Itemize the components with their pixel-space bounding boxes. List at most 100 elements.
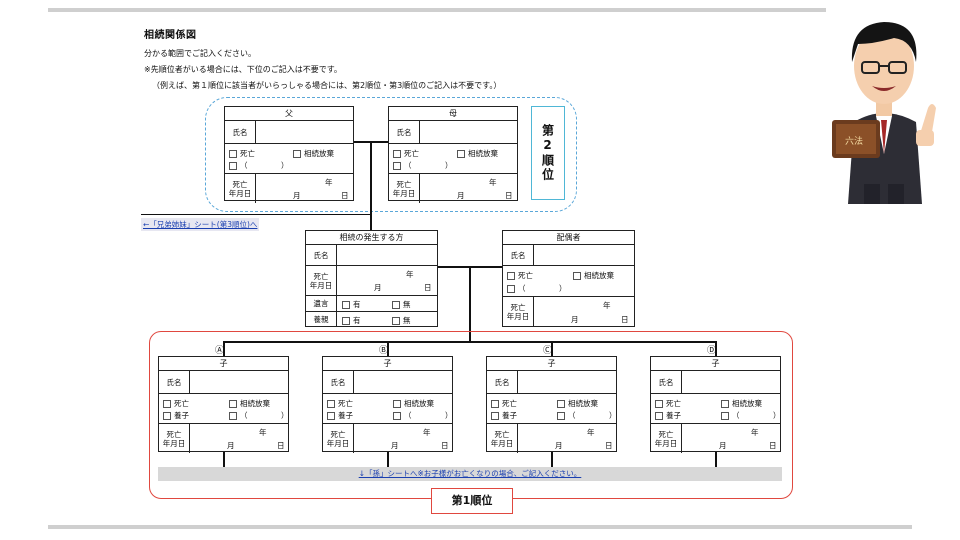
spouse-renounce-checkbox[interactable]: 相続放棄 <box>573 270 614 281</box>
child-b-name-input[interactable] <box>355 374 449 389</box>
child-a-died-checkbox[interactable]: 死亡 <box>163 398 189 409</box>
day-label: 日 <box>505 191 513 200</box>
paren-close: ） <box>559 284 567 293</box>
day-label: 日 <box>424 283 432 292</box>
child-b-other-checkbox[interactable]: （ <box>393 410 412 421</box>
child-b-renounce-checkbox[interactable]: 相続放棄 <box>393 398 434 409</box>
name-label: 氏名 <box>389 121 420 143</box>
paren-close: ） <box>609 411 617 420</box>
year-label: 年 <box>751 428 759 437</box>
paren-close: ） <box>281 161 289 170</box>
mother-died-checkbox[interactable]: 死亡 <box>393 148 419 159</box>
spouse-died-checkbox[interactable]: 死亡 <box>507 270 533 281</box>
name-label: 氏名 <box>503 245 534 265</box>
top-divider <box>48 8 826 12</box>
paren-close: ） <box>445 411 453 420</box>
will-label: 遺言 <box>306 296 337 311</box>
child-b-adopted-checkbox[interactable]: 養子 <box>327 410 353 421</box>
child-b-died-checkbox[interactable]: 死亡 <box>327 398 353 409</box>
month-label: 月 <box>555 441 563 450</box>
lawyer-avatar-illustration: 六法 <box>832 22 936 204</box>
child-a-other-checkbox[interactable]: （ <box>229 410 248 421</box>
spouse-name-input[interactable] <box>535 248 631 262</box>
child-d-renounce-checkbox[interactable]: 相続放棄 <box>721 398 762 409</box>
child-a-renounce-checkbox[interactable]: 相続放棄 <box>229 398 270 409</box>
child-c-marker: Ⓒ <box>543 346 553 356</box>
child-a-marker: Ⓐ <box>215 346 225 356</box>
month-label: 月 <box>457 191 465 200</box>
child-c-renounce-checkbox[interactable]: 相続放棄 <box>557 398 598 409</box>
mother-other-checkbox[interactable]: （ <box>393 160 412 171</box>
will-yes-checkbox[interactable]: 有 <box>342 299 361 310</box>
death-date-label: 死亡年月日 <box>487 424 518 453</box>
name-label: 氏名 <box>487 371 518 393</box>
month-label: 月 <box>719 441 727 450</box>
sibling-sheet-link[interactable]: ←「兄弟姉妹」シート(第3順位)へ <box>141 218 260 231</box>
death-date-label: 死亡年月日 <box>225 174 256 203</box>
mother-name-input[interactable] <box>421 124 513 139</box>
name-label: 氏名 <box>651 371 682 393</box>
name-label: 氏名 <box>323 371 354 393</box>
child-title: 子 <box>651 357 780 371</box>
adoption-parent-label: 養親 <box>306 312 337 327</box>
child-d-box: 子 氏名 死亡 相続放棄 養子 （ ） 死亡年月日 年 月 日 <box>650 356 781 453</box>
spouse-other-checkbox[interactable]: （ <box>507 283 526 294</box>
child-d-name-input[interactable] <box>683 374 777 389</box>
adoption-no-checkbox[interactable]: 無 <box>392 315 411 326</box>
decedent-name-input[interactable] <box>338 248 434 262</box>
father-box: 父 氏名 死亡 相続放棄 （ ） 死亡年月日 年 月 日 <box>224 106 354 203</box>
month-label: 月 <box>391 441 399 450</box>
mother-renounce-checkbox[interactable]: 相続放棄 <box>457 148 498 159</box>
child-a-box: 子 氏名 死亡 相続放棄 養子 （ ） 死亡年月日 年 月 日 <box>158 356 289 453</box>
child-c-name-input[interactable] <box>519 374 613 389</box>
child-c-died-checkbox[interactable]: 死亡 <box>491 398 517 409</box>
child-c-drop <box>551 341 553 356</box>
decedent-to-children-line <box>469 267 471 341</box>
grandchild-sheet-bar: ↓「孫」シートへ※お子様がお亡くなりの場合、ご記入ください。 <box>158 467 782 481</box>
death-date-label: 死亡年月日 <box>159 424 190 453</box>
paren-close: ） <box>281 411 289 420</box>
child-title: 子 <box>159 357 288 371</box>
father-title: 父 <box>225 107 353 121</box>
lawyer-avatar: 六法 <box>824 4 944 204</box>
death-date-label: 死亡年月日 <box>323 424 354 453</box>
rank2-group-outline <box>205 97 577 212</box>
name-label: 氏名 <box>159 371 190 393</box>
grandchild-sheet-link[interactable]: ↓「孫」シートへ※お子様がお亡くなりの場合、ご記入ください。 <box>358 469 582 478</box>
child-c-adopted-checkbox[interactable]: 養子 <box>491 410 517 421</box>
child-d-adopted-checkbox[interactable]: 養子 <box>655 410 681 421</box>
instruction-line-1: 分かる範囲でご記入ください。 <box>144 49 256 58</box>
children-bus-line <box>223 341 716 343</box>
year-label: 年 <box>587 428 595 437</box>
will-no-checkbox[interactable]: 無 <box>392 299 411 310</box>
page-title: 相続関係図 <box>144 30 197 41</box>
year-label: 年 <box>325 178 333 187</box>
child-b-marker: Ⓑ <box>379 346 389 356</box>
father-renounce-checkbox[interactable]: 相続放棄 <box>293 148 334 159</box>
month-label: 月 <box>227 441 235 450</box>
father-name-input[interactable] <box>257 124 349 139</box>
adoption-yes-checkbox[interactable]: 有 <box>342 315 361 326</box>
child-c-other-checkbox[interactable]: （ <box>557 410 576 421</box>
name-label: 氏名 <box>306 245 337 265</box>
month-label: 月 <box>374 283 382 292</box>
father-died-checkbox[interactable]: 死亡 <box>229 148 255 159</box>
child-d-drop <box>715 341 717 356</box>
decedent-title: 相続の発生する方 <box>306 231 437 245</box>
year-label: 年 <box>423 428 431 437</box>
child-a-drop <box>223 341 225 356</box>
day-label: 日 <box>277 441 285 450</box>
child-title: 子 <box>487 357 616 371</box>
sibling-branch-line <box>141 214 371 215</box>
book-label: 六法 <box>845 135 863 147</box>
child-d-other-checkbox[interactable]: （ <box>721 410 740 421</box>
instruction-line-2: ※先順位者がいる場合には、下位のご記入は不要です。 <box>144 65 342 74</box>
death-date-label: 死亡年月日 <box>503 297 534 327</box>
father-other-checkbox[interactable]: （ <box>229 160 248 171</box>
child-a-name-input[interactable] <box>191 374 285 389</box>
child-d-died-checkbox[interactable]: 死亡 <box>655 398 681 409</box>
child-title: 子 <box>323 357 452 371</box>
child-a-lower-line <box>223 452 225 467</box>
child-c-box: 子 氏名 死亡 相続放棄 養子 （ ） 死亡年月日 年 月 日 <box>486 356 617 453</box>
child-a-adopted-checkbox[interactable]: 養子 <box>163 410 189 421</box>
